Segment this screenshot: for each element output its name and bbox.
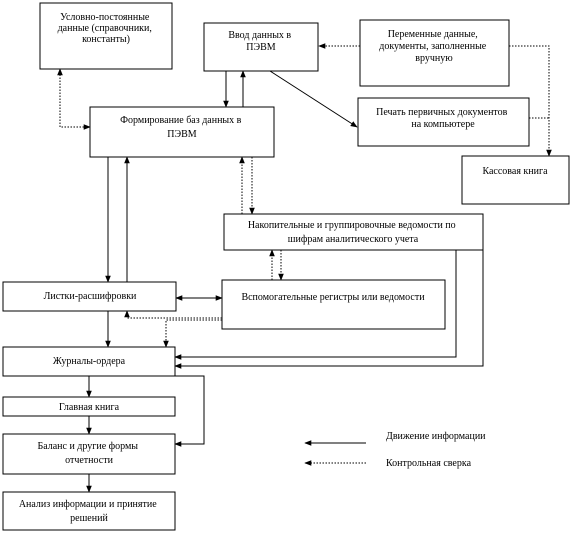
box-data-input: Ввод данных в ПЭВМ — [203, 22, 319, 72]
legend-check-label: Контрольная сверка — [386, 458, 472, 469]
box-database-formation: Формирование баз данных в ПЭВМ — [89, 106, 275, 158]
svg-text:Накопительные и группировочные: Накопительные и группировочные ведомости… — [248, 220, 458, 245]
svg-text:Кассовая книга: Кассовая книга — [482, 166, 548, 177]
check-auxiliary-to-journals — [163, 319, 222, 348]
svg-text:Листки-расшифровки: Листки-расшифровки — [44, 291, 137, 302]
box-order-journals: Журналы-ордера — [2, 346, 176, 377]
arrow-journals-to-balance — [174, 375, 205, 447]
svg-text:Печать первичных документов: Печать первичных документов на компьютер… — [376, 107, 510, 130]
check-auxiliary-to-sheets — [124, 310, 222, 319]
arrow-input-to-print — [269, 70, 358, 128]
svg-text:Вспомогательные регистры или в: Вспомогательные регистры или ведомости — [241, 292, 425, 303]
legend-flow-label: Движение информации — [386, 431, 486, 442]
box-conditional-data: Условно-постоянные данные (справочники, … — [39, 2, 173, 70]
svg-text:Журналы-ордера: Журналы-ордера — [53, 356, 126, 367]
box-breakdown-sheets: Листки-расшифровки — [2, 281, 177, 312]
box-cash-book: Кассовая книга — [461, 155, 570, 205]
box-print-documents: Печать первичных документов на компьютер… — [357, 97, 530, 147]
svg-text:Анализ информации и принятие: Анализ информации и принятие решений — [19, 499, 159, 524]
arrow-accumulative-to-journals-a — [174, 250, 457, 360]
svg-text:Формирование баз данных в: Формирование баз данных в ПЭВМ — [120, 115, 244, 140]
svg-text:Главная книга: Главная книга — [59, 402, 120, 413]
box-variable-data: Переменные данные, документы, заполненны… — [359, 19, 510, 87]
svg-text:Переменные данные, докум: Переменные данные, документы, заполненны… — [379, 29, 489, 64]
arrow-accumulative-to-journals-b — [174, 250, 484, 369]
check-database-conditional — [57, 68, 91, 130]
svg-text:Баланс и другие формы от: Баланс и другие формы отчетности — [37, 441, 140, 466]
control-check-arrows — [57, 43, 552, 348]
box-balance-reports: Баланс и другие формы отчетности — [2, 433, 176, 475]
svg-text:Условно-постоянные данны: Условно-постоянные данные (справочники, … — [58, 12, 155, 45]
box-general-ledger: Главная книга — [2, 396, 176, 417]
information-flow-arrows — [86, 70, 484, 493]
box-analysis-decisions: Анализ информации и принятие решений — [2, 491, 176, 531]
check-variable-to-cashbook — [509, 45, 552, 157]
box-auxiliary-registers: Вспомогательные регистры или ведомости — [221, 279, 446, 330]
legend: Движение информации Контрольная сверка — [304, 431, 486, 469]
box-accumulative-statements: Накопительные и группировочные ведомости… — [223, 213, 484, 251]
svg-text:Ввод данных в ПЭВМ: Ввод данных в ПЭВМ — [228, 30, 293, 53]
